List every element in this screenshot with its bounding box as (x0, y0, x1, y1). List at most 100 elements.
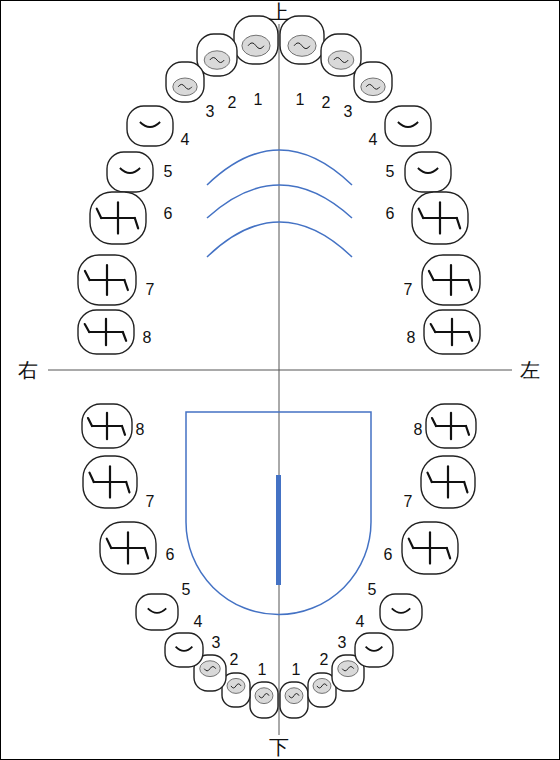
tooth (250, 682, 278, 718)
tooth-ridge (366, 84, 380, 89)
tooth (280, 682, 308, 718)
fissure (140, 122, 160, 127)
tooth-ridge (231, 684, 241, 688)
tooth-number: 1 (292, 662, 301, 678)
fissure (418, 168, 438, 173)
tooth-number: 6 (384, 547, 393, 563)
fissure (105, 319, 107, 345)
tooth-shade (204, 51, 230, 69)
tooth-outline (385, 106, 431, 146)
fissure (427, 473, 431, 482)
fissure (429, 271, 434, 280)
tooth-outline (197, 34, 237, 76)
fissure (85, 271, 90, 280)
tooth (321, 34, 361, 76)
tooth-outline (250, 682, 278, 718)
fissure (126, 482, 129, 492)
fissure (89, 473, 93, 482)
tooth (354, 62, 392, 102)
direction-label: 右 (18, 360, 38, 380)
teeth (78, 16, 480, 718)
fissure (97, 209, 101, 218)
midline (279, 24, 280, 735)
tooth-ridge (248, 43, 264, 49)
fissure (109, 466, 111, 497)
tooth-number: 7 (404, 282, 413, 298)
fissure (439, 202, 441, 233)
tooth-number: 1 (258, 662, 267, 678)
tooth (385, 106, 431, 146)
fissure (127, 532, 129, 563)
tooth (412, 192, 468, 244)
tooth (107, 152, 153, 192)
fissure (117, 202, 119, 233)
tooth-shade (328, 51, 354, 69)
tooth-ridge (204, 667, 216, 671)
tooth-number: 5 (182, 582, 191, 598)
tooth-ridge (342, 667, 354, 671)
fissure (419, 209, 423, 218)
tooth-number: 7 (146, 282, 155, 298)
fissure (447, 548, 450, 558)
fissure (123, 332, 126, 341)
tongue-bar (276, 475, 281, 585)
tooth-outline (234, 16, 278, 64)
tooth-shade (227, 678, 245, 693)
tooth (422, 255, 480, 305)
fissure (450, 265, 452, 295)
tongue-outline (186, 412, 371, 615)
fissure (106, 265, 108, 295)
tooth-number: 3 (338, 635, 347, 651)
tooth-number: 3 (206, 104, 215, 120)
tooth-number: 4 (181, 132, 190, 148)
fissure (106, 413, 108, 439)
tooth (234, 16, 278, 64)
tooth-outline (165, 633, 203, 667)
tooth-outline (107, 152, 153, 192)
fissure (432, 418, 436, 426)
direction-label: 下 (269, 737, 289, 757)
tooth-shade (200, 661, 220, 677)
tooth (83, 456, 137, 508)
tooth-outline (78, 310, 134, 354)
tooth (424, 310, 480, 354)
fissure (431, 324, 435, 332)
tooth-number: 3 (212, 635, 221, 651)
tooth-ridge (334, 58, 348, 63)
tooth-number: 8 (136, 422, 145, 438)
tooth-outline (426, 404, 476, 448)
tooth-outline (412, 192, 468, 244)
fissure (469, 332, 472, 341)
fissure (392, 608, 410, 613)
tooth-outline (100, 522, 156, 574)
tooth (127, 106, 173, 146)
tooth-number: 2 (228, 95, 237, 111)
tooth-number: 1 (254, 92, 263, 108)
tooth (136, 594, 178, 630)
tooth-number: 7 (146, 494, 155, 510)
fissure (85, 324, 89, 332)
tooth-shade (361, 78, 385, 96)
tooth-shade (285, 688, 303, 704)
fissure (148, 608, 166, 613)
tooth-number: 4 (356, 614, 365, 630)
palate-arc (207, 150, 352, 185)
tooth-shade (242, 35, 270, 56)
fissure (464, 482, 467, 492)
tooth-shade (255, 688, 273, 704)
tooth-ridge (210, 58, 224, 63)
tooth (78, 255, 136, 305)
tooth-number: 4 (194, 614, 203, 630)
tooth-outline (78, 255, 136, 305)
fissure (447, 466, 449, 497)
tooth-number: 8 (407, 330, 416, 346)
tooth-shade (313, 678, 331, 693)
fissure (176, 647, 193, 651)
tooth-outline (354, 62, 392, 102)
tooth-ridge (317, 684, 327, 688)
tooth-outline (380, 594, 422, 630)
tooth-outline (127, 106, 173, 146)
